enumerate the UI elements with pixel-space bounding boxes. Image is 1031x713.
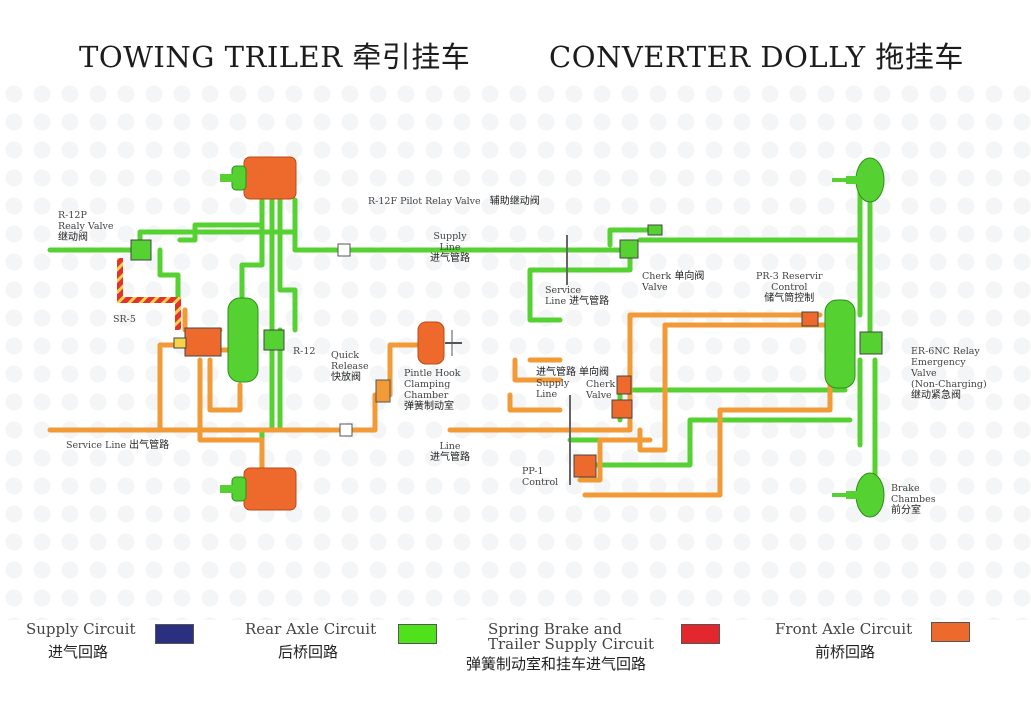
towing-rear-axle-lines — [47, 197, 578, 473]
legend-spring-brake-circuit: Spring Brake and Trailer Supply Circuit … — [466, 620, 655, 673]
pr3-reservoir-control — [801, 311, 819, 327]
r12-label: R-12 — [293, 346, 316, 357]
service-line-left-label: Service Line 出气管路 — [66, 440, 170, 451]
service-line-coupling — [339, 423, 353, 437]
towing-reservoir-tank — [227, 297, 259, 383]
converter-dolly-title: CONVERTER DOLLY 拖挂车 — [549, 40, 964, 74]
dolly-orange-lines — [447, 312, 833, 498]
towing-bottom-brake-chamber — [220, 467, 297, 511]
dolly-mid-check-valve — [616, 375, 632, 395]
sr5-valve — [184, 327, 222, 357]
legend-swatch-supply — [155, 624, 194, 644]
pp1-control-valve — [573, 454, 597, 478]
towing-spring-brake-line — [117, 258, 181, 330]
dolly-bottom-brake-chamber — [832, 472, 885, 518]
dolly-relay-valve — [619, 239, 639, 259]
sr5-label: SR-5 — [113, 314, 136, 325]
r12-valve — [263, 329, 285, 351]
legend-swatch-front-axle — [931, 622, 970, 642]
dolly-green-lines — [527, 167, 878, 498]
legend-swatch-spring-brake — [681, 624, 720, 644]
er6nc-emergency-valve — [859, 331, 883, 355]
pilot-relay-label: R-12F Pilot Relay Valve 辅助继动阀 — [368, 196, 540, 207]
r12p-relay-valve — [130, 239, 152, 261]
pintle-hook-chamber — [417, 321, 462, 365]
towing-trailer-title: TOWING TRILER 牵引挂车 — [79, 40, 471, 74]
dolly-top-brake-chamber — [832, 157, 885, 203]
legend-rear-axle-circuit: Rear Axle Circuit 后桥回路 — [245, 620, 377, 661]
dolly-reservoir-tank — [824, 299, 856, 389]
legend-swatch-rear-axle — [398, 624, 437, 644]
legend-supply-circuit: Supply Circuit 进气回路 — [26, 620, 136, 661]
pilot-relay-coupling — [337, 243, 351, 257]
dolly-check-valve — [647, 224, 663, 236]
dolly-spring-valve — [611, 399, 633, 419]
towing-top-brake-chamber — [220, 156, 297, 200]
quick-release-valve — [375, 379, 391, 403]
legend-front-axle-circuit: Front Axle Circuit 前桥回路 — [775, 620, 913, 661]
